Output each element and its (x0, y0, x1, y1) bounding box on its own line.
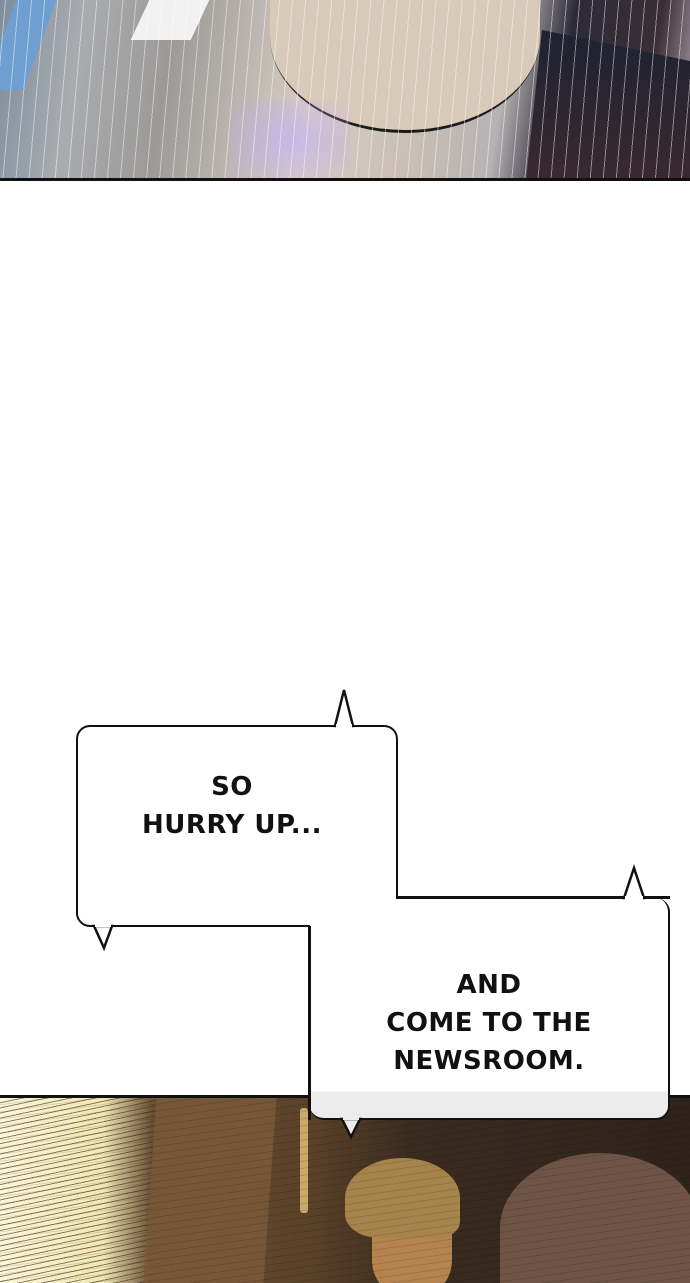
panel-border (0, 178, 690, 181)
bubble-1-tail-bottom (92, 922, 114, 952)
brass-rod (300, 1108, 308, 1213)
shading-lines (0, 1098, 690, 1283)
bubble-2-tail-bottom (339, 1115, 363, 1140)
bubble-2-top-border (396, 896, 670, 899)
speech-text-2: AND COME TO THE NEWSROOM. (386, 970, 592, 1076)
character-man-hair (345, 1158, 460, 1238)
bubble-2-tail-top (622, 864, 646, 902)
character-woman-hair (500, 1153, 690, 1283)
bubble-2-left-border (308, 926, 311, 1120)
speech-bubble-2: AND COME TO THE NEWSROOM. (310, 898, 670, 1120)
speech-bubble-1: SO HURRY UP... (76, 725, 398, 927)
top-comic-panel (0, 0, 690, 181)
purple-glow (230, 100, 350, 180)
rain-effect (0, 0, 690, 181)
speed-lines (0, 1098, 160, 1283)
bubble-1-tail-top (333, 689, 355, 730)
speech-text-1: SO HURRY UP... (142, 772, 322, 840)
